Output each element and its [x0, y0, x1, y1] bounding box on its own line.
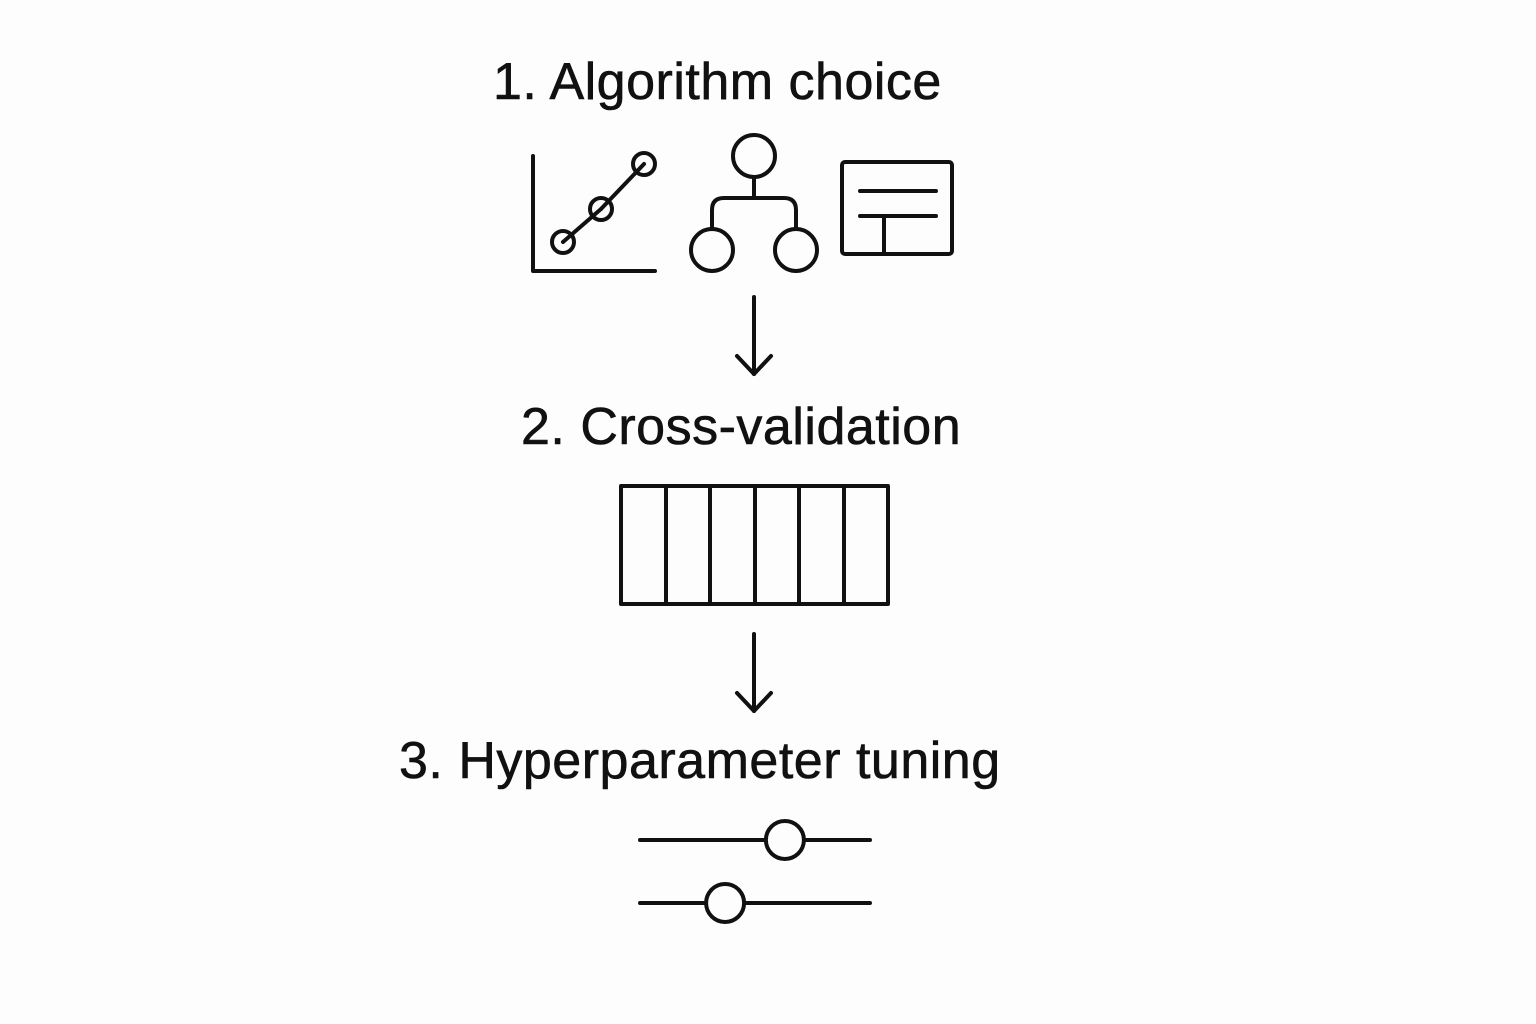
decision-tree-icon [689, 133, 819, 273]
arrow-down-icon [735, 632, 773, 713]
folds-grid-icon [619, 484, 890, 606]
slider-knob [704, 882, 747, 924]
slider-knob [763, 819, 806, 861]
line-chart-icon [531, 151, 657, 273]
step-2-title: 2. Cross-validation [521, 398, 962, 457]
arrow-down-icon [735, 295, 773, 376]
sliders-icon [638, 819, 872, 924]
slider-2 [638, 882, 872, 924]
step-3-title: 3. Hyperparameter tuning [399, 732, 1001, 791]
table-layout-icon [840, 160, 954, 256]
slider-1 [638, 819, 872, 861]
step-1-title: 1. Algorithm choice [493, 53, 942, 112]
